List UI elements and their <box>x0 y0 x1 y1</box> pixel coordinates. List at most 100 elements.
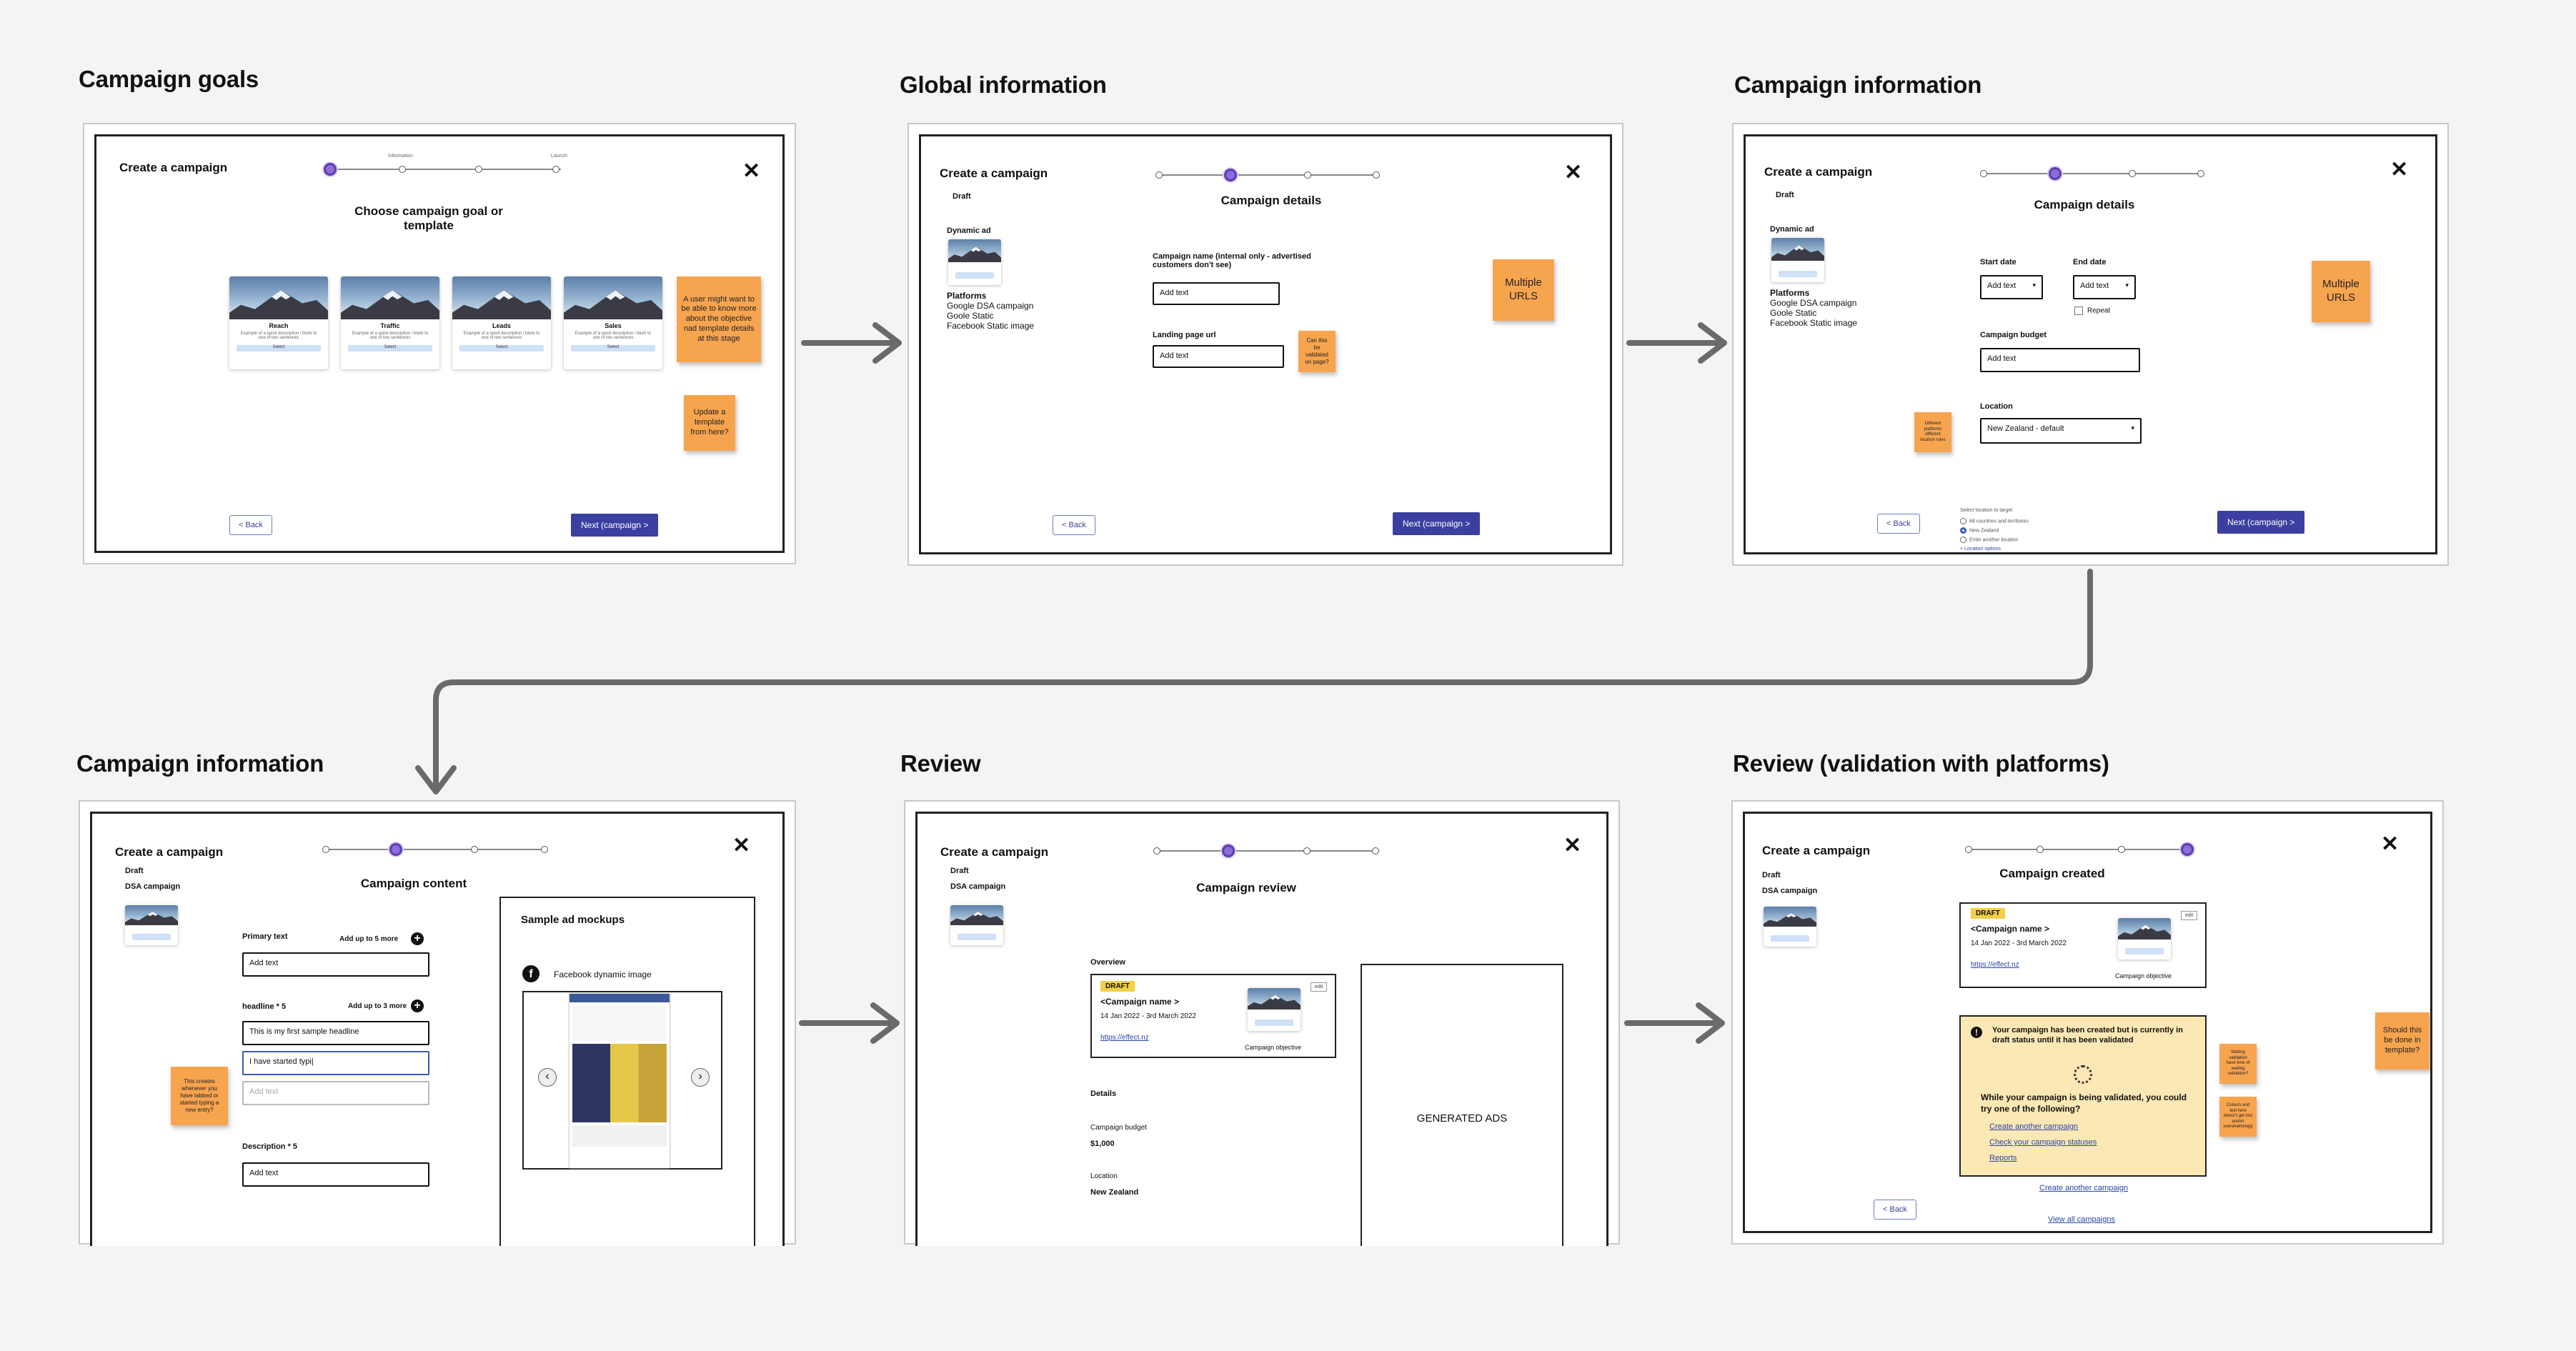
location-select[interactable]: New Zealand - default▾ <box>1980 418 2142 444</box>
step-1[interactable] <box>322 846 329 853</box>
landing-url-input[interactable]: Add text <box>1153 345 1284 368</box>
step-3-active[interactable] <box>1222 844 1235 857</box>
campaign-link[interactable]: https://effect.nz <box>1971 961 2019 969</box>
start-date-select[interactable]: Add text▾ <box>1980 275 2043 299</box>
card-title: Sales <box>605 322 622 329</box>
step-3[interactable] <box>2129 170 2136 177</box>
campaign-name: <Campaign name > <box>1971 924 2050 934</box>
modal-review: Create a campaign ✕ Draft DSA campaign C… <box>915 812 1608 1246</box>
chevron-down-icon: ▾ <box>2131 424 2134 432</box>
close-icon[interactable]: ✕ <box>1563 834 1582 857</box>
end-date-value: Add text <box>2080 281 2109 290</box>
campaign-name-label: Campaign name (internal only - advertise… <box>1153 252 1311 269</box>
location-value: New Zealand <box>1090 1188 1139 1197</box>
step-2-active[interactable] <box>389 843 402 856</box>
step-4[interactable] <box>1373 171 1380 179</box>
ad-thumbnail <box>1771 238 1824 282</box>
next-button[interactable]: Next (campaign > <box>1393 512 1481 535</box>
next-button[interactable]: Next (campaign > <box>571 514 659 537</box>
check-status-link[interactable]: Check your campaign statuses <box>1989 1138 2097 1147</box>
headline-input[interactable]: I have started typi| <box>242 1051 429 1075</box>
back-button[interactable]: < Back <box>1053 515 1095 535</box>
select-button[interactable]: Select <box>571 345 655 352</box>
step-2[interactable] <box>399 166 406 173</box>
step-1-active[interactable] <box>324 163 337 176</box>
campaign-name-input[interactable]: Add text <box>1153 282 1280 305</box>
step-4[interactable] <box>541 846 548 853</box>
back-button[interactable]: < Back <box>229 515 272 535</box>
carousel-next-icon[interactable]: › <box>691 1068 710 1087</box>
step-4-active[interactable] <box>2181 843 2194 856</box>
add-headline-icon[interactable]: + <box>411 999 424 1012</box>
card-title: Leads <box>492 322 511 329</box>
close-icon[interactable]: ✕ <box>1564 161 1583 184</box>
goal-card-reach[interactable]: Reach Example of a quick description / b… <box>229 276 328 369</box>
campaign-type: DSA campaign <box>125 882 181 891</box>
step-3[interactable] <box>1304 171 1311 179</box>
close-icon[interactable]: ✕ <box>732 834 751 857</box>
location-option[interactable]: New Zealand <box>1960 527 1999 534</box>
goal-card-traffic[interactable]: Traffic Example of a quick description /… <box>341 276 439 369</box>
back-button[interactable]: < Back <box>1877 514 1920 534</box>
headline-input[interactable]: This is my first sample headline <box>242 1021 429 1045</box>
location-option[interactable]: All countries and territories <box>1960 518 2029 524</box>
step-3[interactable] <box>2118 846 2125 853</box>
progress-stepper <box>1980 166 2209 181</box>
add-primary-icon[interactable]: + <box>411 932 424 945</box>
goal-card-leads[interactable]: Leads Example of a quick description / b… <box>452 276 551 369</box>
step-1[interactable] <box>1980 170 1987 177</box>
step-4[interactable] <box>1372 847 1379 854</box>
edit-button[interactable]: edit <box>2181 911 2198 920</box>
budget-input[interactable]: Add text <box>1980 348 2140 372</box>
create-campaign-link[interactable]: Create another campaign <box>1989 1122 2079 1131</box>
step-3[interactable] <box>1303 847 1311 854</box>
view-all-campaigns-link[interactable]: View all campaigns <box>2048 1215 2115 1224</box>
ad-thumbnail <box>948 239 1001 285</box>
carousel-prev-icon[interactable]: ‹ <box>538 1068 557 1087</box>
status-draft: Draft <box>125 867 144 875</box>
platform-item: Goole Static <box>947 311 994 321</box>
headline-input[interactable]: Add text <box>242 1081 429 1105</box>
step-4[interactable] <box>552 166 560 173</box>
sticky-note: Update a template from here? <box>684 395 735 451</box>
close-icon[interactable]: ✕ <box>2381 832 2400 856</box>
step-3[interactable] <box>475 166 482 173</box>
location-options-link[interactable]: + Location options <box>1960 547 2001 552</box>
goal-card-sales[interactable]: Sales Example of a quick description / b… <box>564 276 662 369</box>
campaign-type: DSA campaign <box>950 882 1006 891</box>
select-button[interactable]: Select <box>237 345 321 352</box>
step-heading: Campaign content <box>360 877 467 890</box>
close-icon[interactable]: ✕ <box>2390 158 2409 181</box>
repeat-label: Repeat <box>2087 306 2111 315</box>
platforms-label: Platforms <box>947 291 987 301</box>
back-button[interactable]: < Back <box>1874 1200 1916 1220</box>
step-2[interactable] <box>2037 846 2044 853</box>
campaign-link[interactable]: https://effect.nz <box>1100 1034 1149 1042</box>
close-icon[interactable]: ✕ <box>742 159 761 183</box>
sticky-note: Colours and text here doesn't get lost a… <box>2219 1097 2257 1137</box>
step-2-active[interactable] <box>2049 167 2062 180</box>
location-option[interactable]: Enter another location <box>1960 537 2019 543</box>
step-4[interactable] <box>2197 170 2204 177</box>
step-3[interactable] <box>471 846 478 853</box>
reports-link[interactable]: Reports <box>1989 1154 2017 1162</box>
edit-button[interactable]: edit <box>1311 982 1328 992</box>
select-button[interactable]: Select <box>459 345 544 352</box>
step-1[interactable] <box>1155 171 1163 179</box>
select-button[interactable]: Select <box>348 345 432 352</box>
step-1[interactable] <box>1153 847 1160 854</box>
option-label: New Zealand <box>1969 528 1999 534</box>
modal-title: Create a campaign <box>115 845 224 859</box>
end-date-select[interactable]: Add text▾ <box>2073 275 2136 299</box>
create-another-campaign-link[interactable]: Create another campaign <box>2039 1184 2129 1192</box>
step-1[interactable] <box>1965 846 1972 853</box>
description-input[interactable]: Add text <box>242 1162 429 1187</box>
frame-campaign-content: Create a campaign ✕ Draft DSA campaign C… <box>79 800 796 1246</box>
primary-text-input[interactable]: Add text <box>242 952 429 977</box>
next-button[interactable]: Next (campaign > <box>2217 511 2305 534</box>
platform-item: Facebook Static image <box>947 321 1035 331</box>
repeat-checkbox[interactable]: Repeat <box>2074 306 2110 315</box>
radio-icon <box>1960 537 1966 543</box>
modal-campaign-content: Create a campaign ✕ Draft DSA campaign C… <box>90 812 785 1246</box>
step-2-active[interactable] <box>1224 169 1237 181</box>
